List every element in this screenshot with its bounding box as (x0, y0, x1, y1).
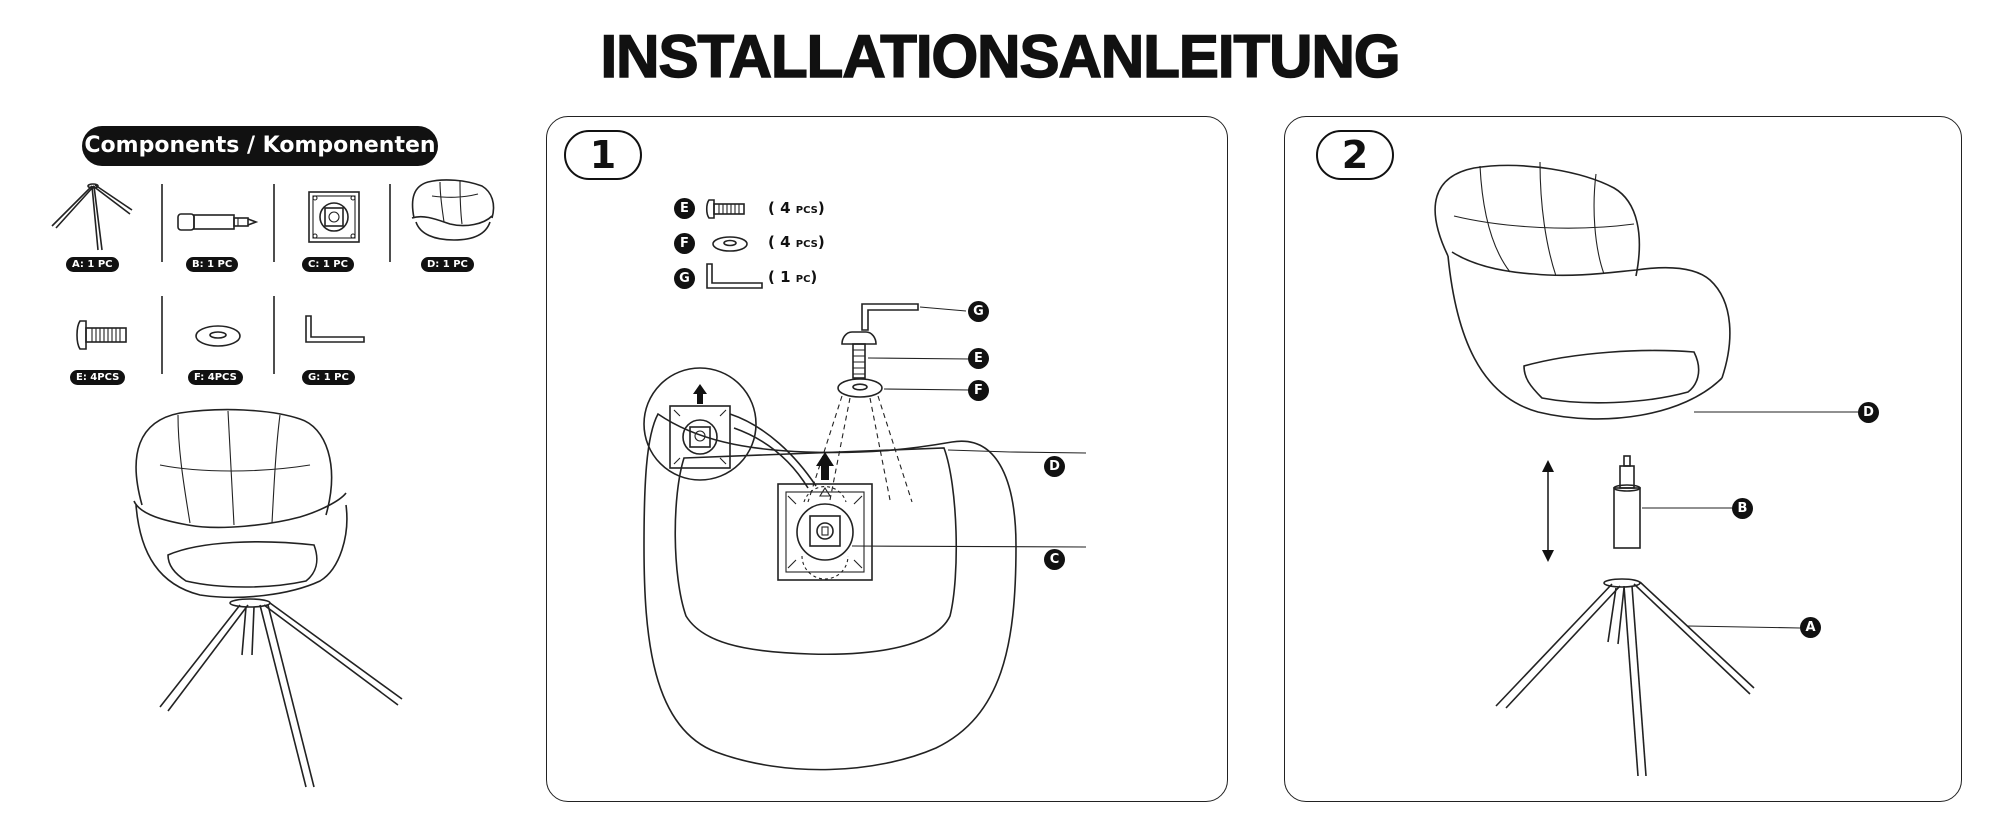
step-2-assembly-drawing (1434, 161, 1858, 777)
component-c-label: C: 1 PC (302, 257, 354, 272)
assembled-chair-illustration (133, 408, 403, 788)
step-1-hardware-e-qty: ( 4 PCS) (768, 199, 825, 217)
component-g-label: G: 1 PC (302, 370, 355, 385)
step-1-hardware-g-callout: G (674, 268, 695, 289)
step-1-number: 1 (564, 130, 642, 180)
step-1-hardware-f-qty: ( 4 PCS) (768, 233, 825, 251)
step-1-callout-d: D (1044, 456, 1065, 477)
component-f-washer-icon (195, 325, 241, 347)
step-1-screw-icon (705, 199, 745, 219)
step-1-callout-f: F (968, 380, 989, 401)
component-a-label: A: 1 PC (66, 257, 119, 272)
component-a-base-icon (51, 183, 133, 251)
step-1-hardware-f-callout: F (674, 233, 695, 254)
step-1-callout-e: E (968, 348, 989, 369)
step-2-panel (1284, 116, 1962, 802)
component-c-plate-icon (308, 191, 360, 243)
component-g-hex-key-icon (305, 315, 365, 343)
component-d-seat-icon (411, 179, 495, 241)
step-2-callout-b: B (1732, 498, 1753, 519)
component-b-label: B: 1 PC (186, 257, 239, 272)
step-2-number: 2 (1316, 130, 1394, 180)
component-d-label: D: 1 PC (421, 257, 474, 272)
step-1-washer-icon (712, 236, 748, 252)
step-2-callout-a: A (1800, 617, 1821, 638)
component-e-screw-icon (76, 320, 127, 350)
components-header: Components / Komponenten (82, 126, 438, 166)
component-e-label: E: 4PCS (70, 370, 126, 385)
step-1-hardware-e-callout: E (674, 198, 695, 219)
step-1-callout-g: G (968, 301, 989, 322)
page-title: INSTALLATIONSANLEITUNG (600, 22, 1402, 91)
step-1-assembly-drawing (643, 303, 1087, 771)
step-2-callout-d: D (1858, 402, 1879, 423)
component-f-label: F: 4PCS (188, 370, 243, 385)
components-dividers (161, 184, 391, 374)
step-1-hardware-g-qty: ( 1 PC) (768, 268, 818, 286)
step-1-callout-c: C (1044, 549, 1065, 570)
step-1-hex-key-icon (706, 263, 763, 289)
component-b-gas-lift-icon (177, 213, 259, 231)
